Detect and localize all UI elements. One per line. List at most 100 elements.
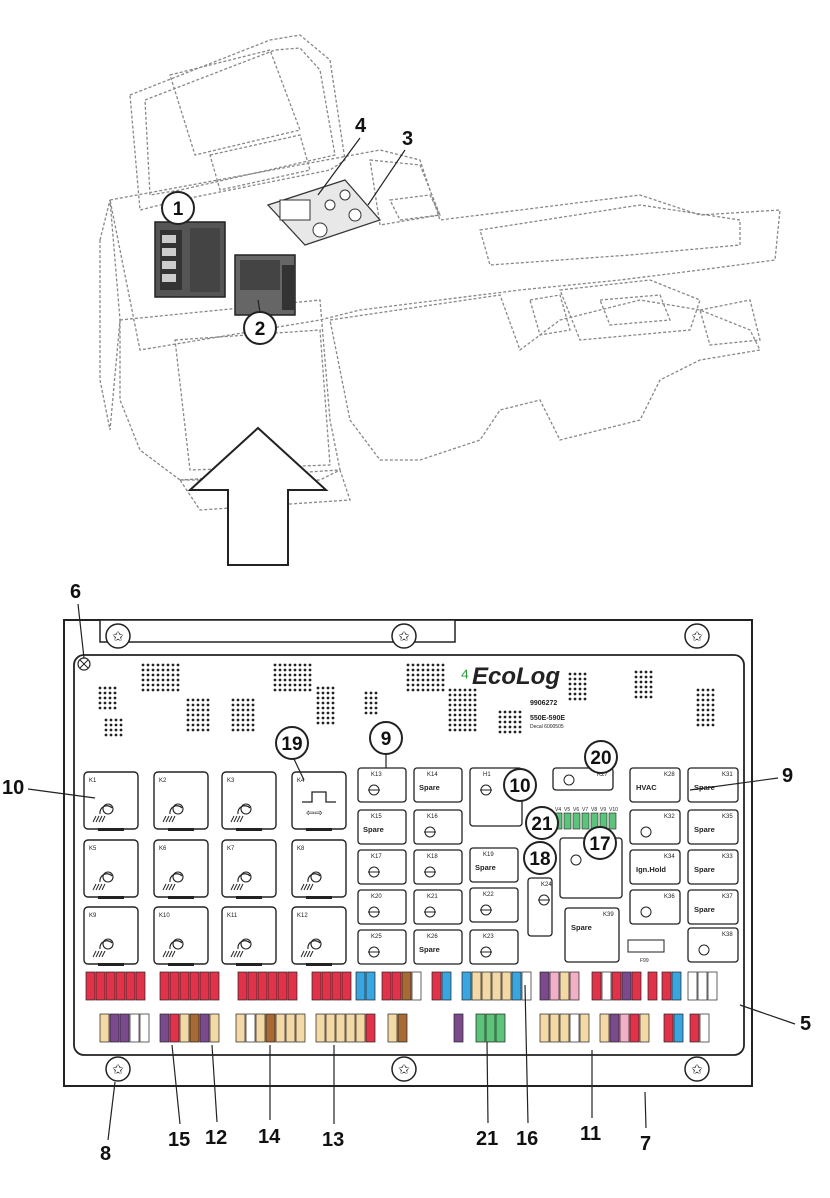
dot xyxy=(498,710,502,714)
dot xyxy=(201,698,205,702)
dot xyxy=(326,691,330,695)
fuse xyxy=(609,1013,620,1043)
dot xyxy=(468,723,472,727)
relay-label: K11 xyxy=(227,913,238,919)
relay-label: K12 xyxy=(297,913,308,919)
brand-block: ⁴ EcoLog 9906272 550E-590E Decal 6000505 xyxy=(460,663,565,730)
fuse xyxy=(511,971,522,1001)
relay-label: K9 xyxy=(89,913,97,919)
dot xyxy=(273,688,277,692)
dot xyxy=(141,688,145,692)
dot xyxy=(191,713,195,717)
fuse xyxy=(661,971,672,1001)
dot xyxy=(298,678,302,682)
dot xyxy=(288,678,292,682)
dot xyxy=(251,708,255,712)
dot xyxy=(503,730,507,734)
relay-text: Spare xyxy=(694,905,715,914)
fuse xyxy=(99,1013,110,1043)
dot xyxy=(98,701,102,705)
work-light-icon xyxy=(92,938,114,958)
fuse xyxy=(115,971,126,1001)
fuse xyxy=(599,1013,610,1043)
dot xyxy=(109,718,113,722)
dot xyxy=(568,672,572,676)
relay-label: K5 xyxy=(89,846,97,852)
dot xyxy=(416,668,420,672)
callout-10-circle: 10 xyxy=(503,768,537,802)
callout-12: 12 xyxy=(205,1127,227,1149)
dot xyxy=(308,688,312,692)
dot xyxy=(246,713,250,717)
dot xyxy=(463,693,467,697)
fuse xyxy=(549,1013,560,1043)
dot xyxy=(191,703,195,707)
dot xyxy=(206,703,210,707)
dot xyxy=(283,668,287,672)
dot xyxy=(151,678,155,682)
fuse xyxy=(255,1013,266,1043)
dot xyxy=(236,708,240,712)
dot xyxy=(331,691,335,695)
dot xyxy=(288,688,292,692)
dot xyxy=(583,697,587,701)
svg-text:✩: ✩ xyxy=(691,628,703,644)
svg-text:19: 19 xyxy=(281,734,302,755)
dot xyxy=(113,686,117,690)
diode-label: V4 xyxy=(555,807,561,813)
fuse xyxy=(631,971,642,1001)
dot xyxy=(441,673,445,677)
relay-label: K10 xyxy=(159,913,170,919)
dot xyxy=(321,711,325,715)
fuse xyxy=(579,1013,590,1043)
dot xyxy=(308,683,312,687)
dot xyxy=(374,706,378,710)
symbol-icon xyxy=(368,784,380,796)
fuse xyxy=(341,971,352,1001)
dot xyxy=(431,683,435,687)
dot xyxy=(431,663,435,667)
dot xyxy=(171,668,175,672)
dot xyxy=(696,723,700,727)
connector-dot-grids xyxy=(98,663,715,737)
dot xyxy=(421,678,425,682)
dot xyxy=(649,680,653,684)
dot xyxy=(113,691,117,695)
relay-label: K7 xyxy=(227,846,235,852)
dot xyxy=(278,678,282,682)
dot xyxy=(568,677,572,681)
dot xyxy=(453,713,457,717)
dot xyxy=(441,683,445,687)
work-light-icon xyxy=(162,803,184,823)
dot xyxy=(119,733,123,737)
relay-label: K14 xyxy=(427,772,438,778)
relay-label: K18 xyxy=(427,854,438,860)
callout-18-circle: 18 xyxy=(523,841,557,875)
dot xyxy=(639,680,643,684)
fuse xyxy=(569,971,580,1001)
dot xyxy=(156,678,160,682)
dot xyxy=(201,723,205,727)
dot xyxy=(644,675,648,679)
dot xyxy=(448,713,452,717)
dot xyxy=(369,706,373,710)
dot xyxy=(251,713,255,717)
dot xyxy=(583,682,587,686)
dot xyxy=(176,668,180,672)
dot xyxy=(251,718,255,722)
relay-label: K34 xyxy=(664,854,675,860)
dot xyxy=(246,723,250,727)
fuse xyxy=(267,971,278,1001)
dot xyxy=(109,733,113,737)
relay-text: Spare xyxy=(419,945,440,954)
dot xyxy=(303,668,307,672)
dot xyxy=(421,683,425,687)
dot xyxy=(573,687,577,691)
dot xyxy=(206,718,210,722)
dot xyxy=(374,691,378,695)
dot xyxy=(151,688,155,692)
dot xyxy=(308,678,312,682)
screw-bottom-mid: ✩ xyxy=(391,1056,417,1082)
relay-text: Spare xyxy=(694,825,715,834)
dot xyxy=(473,713,477,717)
